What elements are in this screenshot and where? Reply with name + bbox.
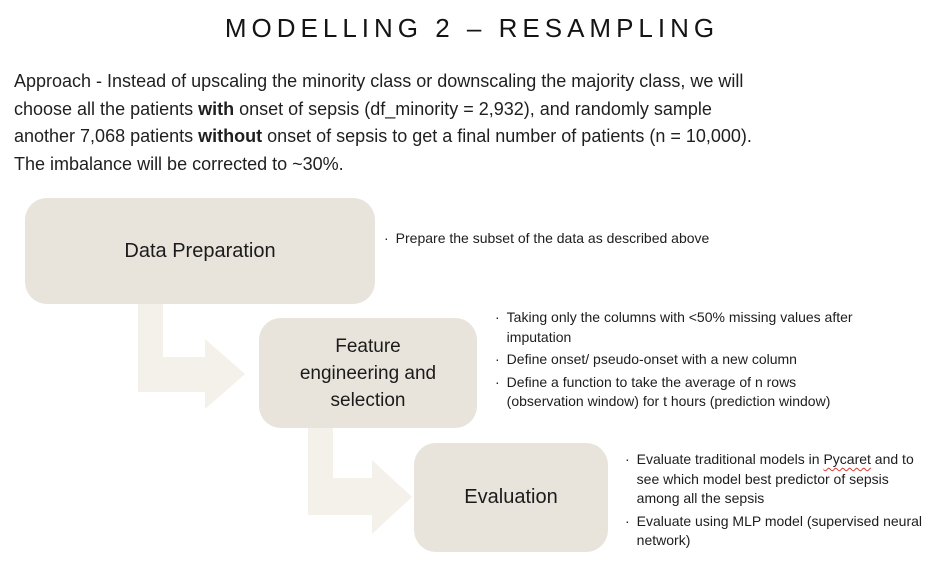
- page-title: MODELLING 2 – RESAMPLING: [224, 13, 720, 43]
- paragraph-line: Approach - Instead of upscaling the mino…: [14, 71, 744, 91]
- bullet-dot-icon: ·: [384, 230, 389, 246]
- bullet-text: Prepare the subset of the data as descri…: [395, 230, 710, 246]
- bullet-item: · Define onset/ pseudo-onset with a new …: [495, 350, 857, 370]
- bold-without: without: [198, 126, 263, 146]
- bullet-item: · Define a function to take the average …: [495, 373, 857, 412]
- bullet-dot-icon: ·: [495, 373, 500, 390]
- paragraph-line: The imbalance will be corrected to ~30%.: [14, 153, 344, 174]
- step-label: Evaluation: [464, 486, 558, 508]
- bullet-dot-icon: ·: [495, 351, 500, 367]
- step-box-data-preparation: Data Preparation: [25, 198, 375, 304]
- bullet-text: Evaluate using MLP model (supervised neu…: [636, 512, 923, 549]
- bullet-dot-icon: ·: [625, 512, 630, 529]
- bullet-item: · Evaluate using MLP model (supervised n…: [625, 512, 930, 551]
- bullets-data-preparation: · Prepare the subset of the data as desc…: [384, 229, 736, 252]
- bullet-dot-icon: ·: [495, 309, 500, 325]
- step-box-feature-engineering: Feature engineering and selection: [259, 318, 477, 428]
- bullet-text: Evaluate traditional models in Pycaret a…: [636, 451, 914, 506]
- approach-paragraph: Approach - Instead of upscaling the mino…: [14, 68, 752, 178]
- bullet-text: Define onset/ pseudo-onset with a new co…: [506, 351, 797, 367]
- flow-arrow-1: [138, 300, 245, 409]
- bullets-evaluation: · Evaluate traditional models in Pycaret…: [625, 450, 930, 554]
- bold-with: with: [198, 98, 235, 119]
- step-box-evaluation: Evaluation: [414, 443, 608, 552]
- step-label: Feature engineering and selection: [299, 335, 437, 411]
- bullet-item: · Evaluate traditional models in Pycaret…: [625, 450, 930, 509]
- bullet-item: · Taking only the columns with <50% miss…: [495, 308, 857, 347]
- bullet-item: · Prepare the subset of the data as desc…: [384, 229, 736, 249]
- bullet-text: Define a function to take the average of…: [506, 373, 831, 410]
- paragraph-line: choose all the patients with onset of se…: [14, 98, 712, 119]
- flow-arrow-2: [308, 428, 412, 534]
- step-label: Data Preparation: [124, 239, 276, 262]
- bullet-text: Taking only the columns with <50% missin…: [506, 309, 853, 345]
- spellcheck-word: Pycaret: [823, 451, 871, 467]
- paragraph-line: another 7,068 patients without onset of …: [14, 126, 752, 146]
- bullet-dot-icon: ·: [625, 451, 630, 467]
- bullets-feature-engineering: · Taking only the columns with <50% miss…: [495, 308, 857, 415]
